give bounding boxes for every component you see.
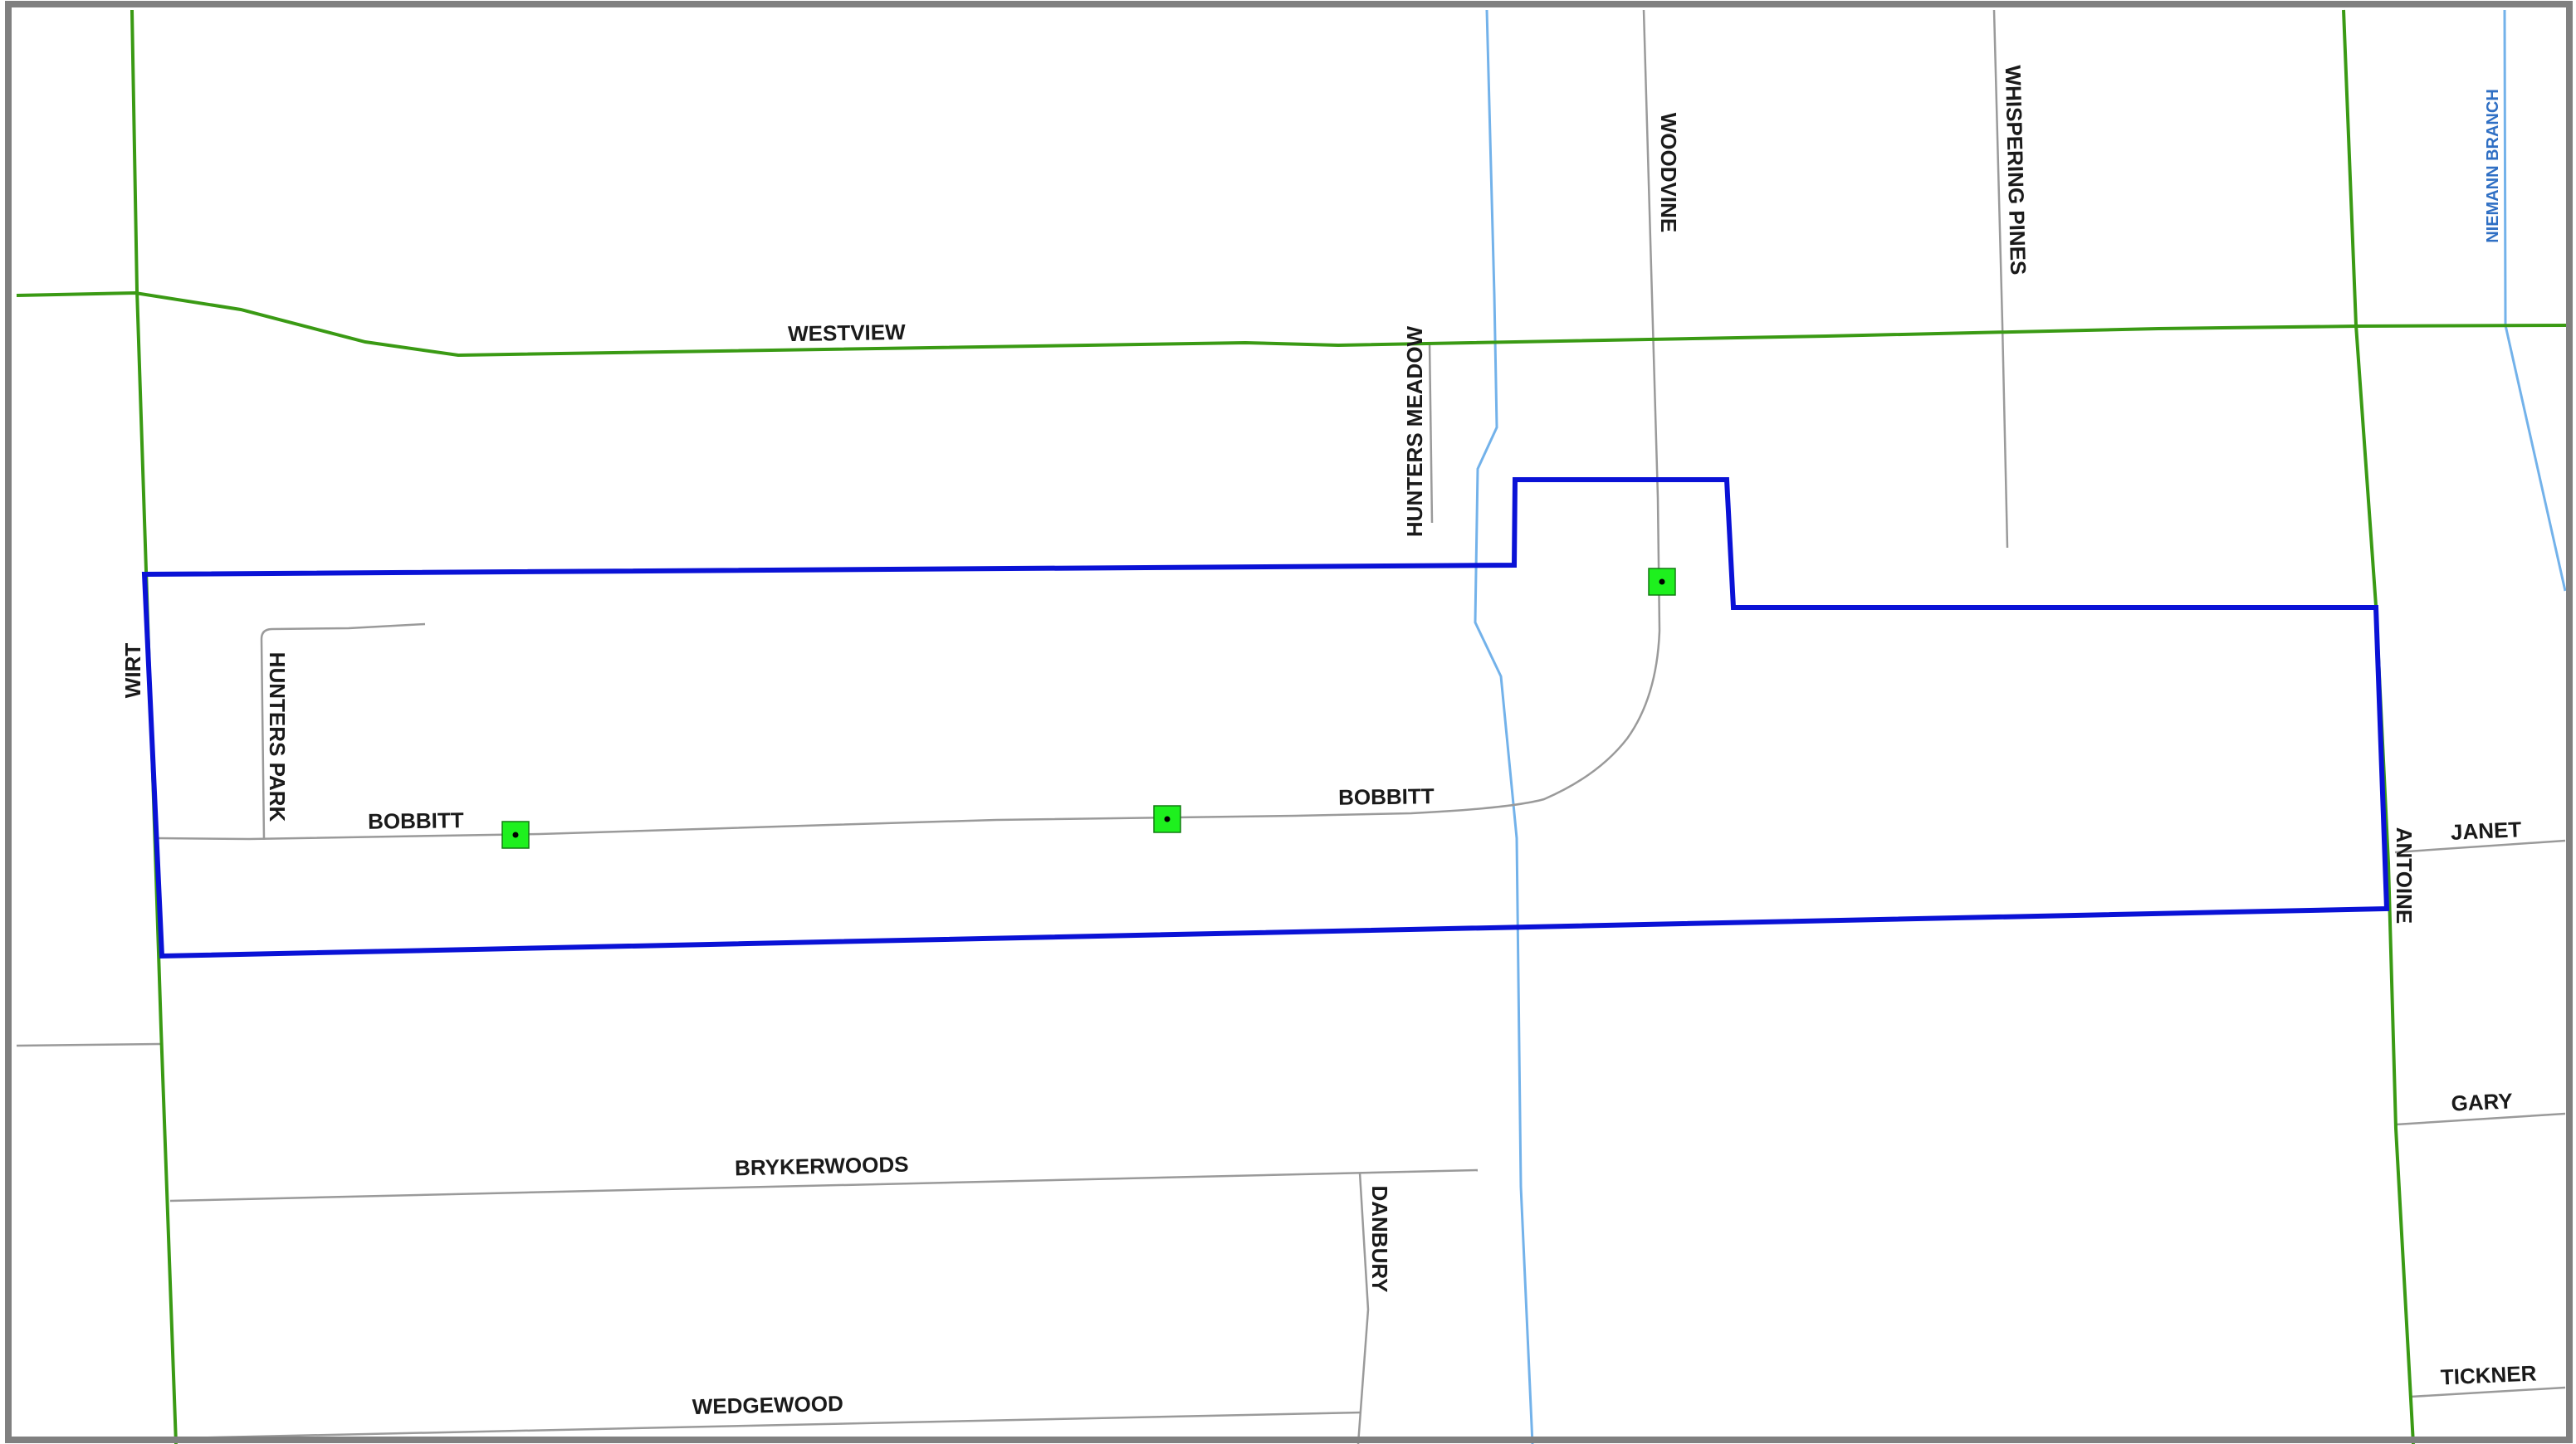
road-janet	[2394, 839, 2566, 854]
label-tickner: TICKNER	[2440, 1360, 2537, 1389]
marker-bobbitt-middle-dot	[1164, 816, 1171, 822]
road-hunters-meadow	[1428, 341, 1434, 524]
road-gary	[2395, 1112, 2566, 1126]
minor-roads	[16, 9, 2566, 1444]
label-hunters-park: HUNTERS PARK	[265, 652, 290, 822]
label-antoine: ANTOINE	[2392, 827, 2417, 924]
marker-woodvine[interactable]	[1648, 568, 1676, 596]
road-west-stub	[16, 1042, 161, 1047]
marker-bobbitt-west-square	[501, 821, 530, 849]
road-brykerwoods	[169, 1168, 1479, 1203]
creek-main	[1474, 9, 1534, 1444]
label-bobbitt-east: BOBBITT	[1338, 783, 1435, 810]
labels: WESTVIEW WIRT ANTOINE HUNTERS MEADOW WOO…	[120, 65, 2537, 1419]
markers	[501, 568, 1676, 849]
road-danbury	[1356, 1172, 1370, 1444]
label-wirt: WIRT	[120, 643, 145, 699]
map-frame	[5, 1, 2573, 1443]
road-woodvine	[157, 9, 1661, 841]
road-hunters-park	[260, 622, 426, 841]
marker-bobbitt-west[interactable]	[501, 821, 530, 849]
boundary-area[interactable]	[141, 477, 2390, 959]
marker-bobbitt-middle[interactable]	[1153, 805, 1181, 833]
marker-bobbitt-west-dot	[512, 832, 519, 838]
label-gary: GARY	[2451, 1088, 2513, 1115]
label-bobbitt-west: BOBBITT	[368, 807, 464, 834]
label-hunters-meadow: HUNTERS MEADOW	[1402, 325, 1427, 537]
marker-woodvine-dot	[1659, 578, 1665, 585]
road-tickner	[2410, 1386, 2566, 1398]
label-danbury: DANBURY	[1367, 1185, 1392, 1292]
road-westview	[16, 290, 2569, 358]
road-whispering-pines	[1992, 9, 2009, 549]
label-woodvine: WOODVINE	[1656, 113, 1681, 232]
label-niemann-branch: NIEMANN BRANCH	[2484, 89, 2502, 243]
road-wedgewood	[175, 1411, 1362, 1440]
label-whispering-pines: WHISPERING PINES	[2001, 65, 2031, 276]
label-brykerwoods: BRYKERWOODS	[735, 1152, 909, 1181]
label-janet: JANET	[2450, 817, 2522, 845]
label-wedgewood: WEDGEWOOD	[692, 1391, 843, 1419]
label-westview: WESTVIEW	[788, 320, 906, 346]
